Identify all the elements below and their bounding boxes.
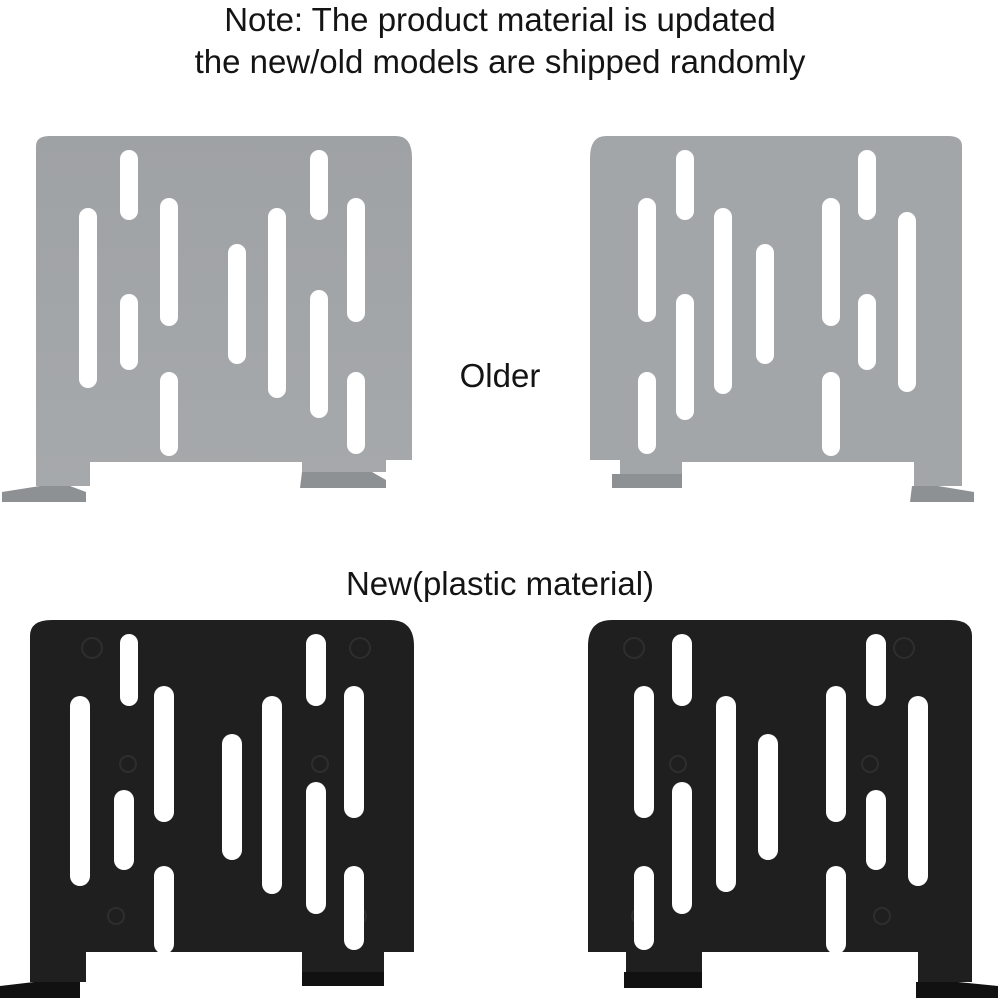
note-line-2: the new/old models are shipped randomly	[194, 43, 806, 80]
old-bracket-right-image	[590, 136, 974, 502]
old-bracket-left-image	[2, 136, 412, 502]
new-bracket-right-image	[588, 620, 998, 998]
new-label: New(plastic material)	[345, 565, 655, 602]
older-label: Older	[459, 357, 541, 394]
note-line-1: Note: The product material is updated	[224, 1, 776, 38]
new-bracket-left-image	[0, 620, 414, 998]
